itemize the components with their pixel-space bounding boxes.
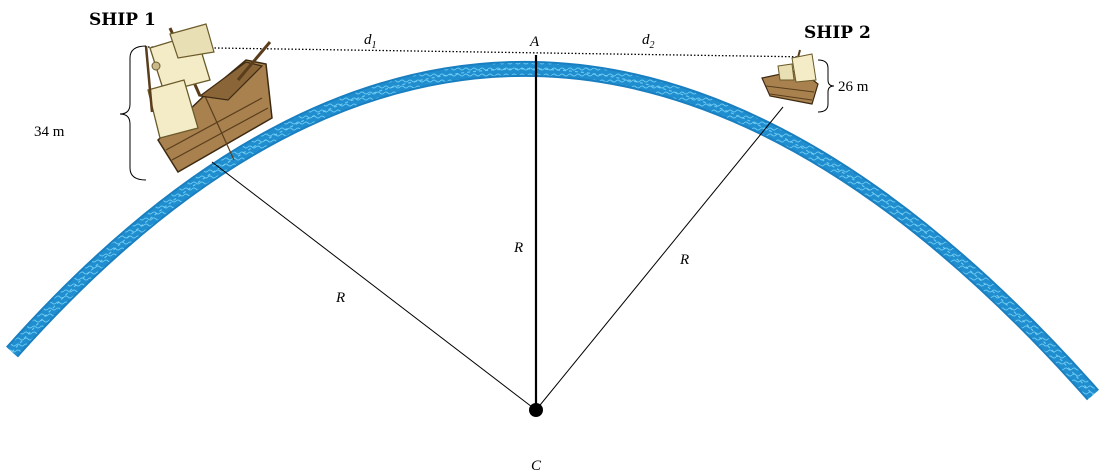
radius-center-label: R bbox=[513, 240, 523, 256]
distance-d2-label: d2 bbox=[642, 32, 655, 51]
height-brace-ship-2 bbox=[817, 59, 835, 113]
ship-1-label: SHIP 1 bbox=[89, 10, 156, 30]
ship-2-height-label: 26 m bbox=[838, 79, 869, 95]
center-c-label: C bbox=[531, 458, 542, 474]
height-brace-ship-1 bbox=[119, 45, 147, 181]
radius-right-label: R bbox=[679, 252, 689, 268]
line-of-sight bbox=[147, 46, 813, 58]
ship-2-illustration bbox=[761, 49, 819, 105]
earth-surface-arc-highlight bbox=[11, 68, 1094, 396]
ship-1-height-label: 34 m bbox=[34, 124, 65, 140]
radius-line-left bbox=[211, 161, 537, 411]
point-a-label: A bbox=[529, 34, 540, 50]
ship-1-illustration bbox=[144, 23, 273, 174]
ship-2-label: SHIP 2 bbox=[804, 23, 871, 43]
center-point bbox=[529, 403, 543, 417]
distance-d1-label: d1 bbox=[364, 32, 377, 51]
radius-line-right bbox=[535, 106, 784, 411]
radius-left-label: R bbox=[335, 290, 345, 306]
